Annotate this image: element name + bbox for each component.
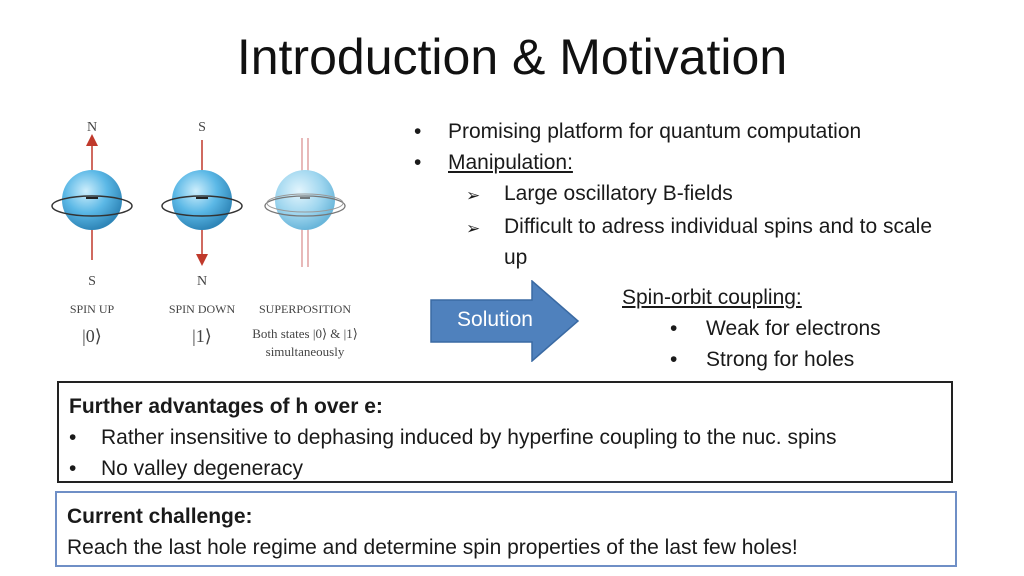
spin-illustration bbox=[51, 134, 346, 267]
superposition-state-line2: simultaneously bbox=[265, 344, 345, 359]
sub-list-item: ➢ Difficult to adress individual spins a… bbox=[414, 211, 974, 273]
spin-down-top-pole: S bbox=[198, 120, 206, 135]
bullet-dot: • bbox=[414, 151, 422, 174]
advantages-heading: Further advantages of h over e: bbox=[69, 395, 383, 418]
bullet-dot: • bbox=[670, 348, 678, 371]
superposition-sphere bbox=[264, 138, 346, 267]
arrow-bullet-icon: ➢ bbox=[466, 219, 481, 238]
bullet-text: Manipulation: bbox=[448, 151, 573, 174]
spin-orbit-coupling-list: Spin-orbit coupling: • Weak for electron… bbox=[622, 282, 881, 375]
list-item: • Manipulation: bbox=[414, 147, 974, 178]
spin-down-state: |1⟩ bbox=[192, 326, 212, 346]
spin-states-figure: N S S N SPIN UP SPIN DOWN SUPERPOSITION … bbox=[40, 112, 380, 372]
spin-down-bottom-pole: N bbox=[196, 274, 208, 289]
list-item: • No valley degeneracy bbox=[69, 453, 941, 484]
superposition-caption: SUPERPOSITION bbox=[258, 302, 351, 316]
solution-arrow-shape bbox=[430, 280, 580, 362]
spin-down-caption: SPIN DOWN bbox=[168, 302, 236, 316]
advantage-item: No valley degeneracy bbox=[101, 457, 303, 480]
list-item: • Weak for electrons bbox=[622, 313, 881, 344]
slide-title: Introduction & Motivation bbox=[236, 29, 788, 85]
superposition-state-line1: Both states |0⟩ & |1⟩ bbox=[252, 326, 358, 341]
advantages-box: Further advantages of h over e: • Rather… bbox=[57, 381, 953, 483]
challenge-heading: Current challenge: bbox=[67, 505, 253, 528]
spin-up-bottom-pole: S bbox=[88, 274, 96, 289]
list-item: • Rather insensitive to dephasing induce… bbox=[69, 422, 941, 453]
spin-up-top-pole: N bbox=[86, 120, 98, 135]
challenge-box: Current challenge: Reach the last hole r… bbox=[55, 491, 957, 567]
bullet-dot: • bbox=[69, 426, 77, 449]
bullet-dot: • bbox=[69, 457, 77, 480]
challenge-text: Reach the last hole regime and determine… bbox=[67, 536, 798, 559]
soc-heading: Spin-orbit coupling: bbox=[622, 286, 802, 309]
spin-down-sphere bbox=[161, 140, 243, 266]
sub-list-item: ➢ Large oscillatory B-fields bbox=[414, 178, 974, 211]
list-item: • Promising platform for quantum computa… bbox=[414, 116, 974, 147]
soc-item: Strong for holes bbox=[706, 348, 855, 371]
list-item: • Strong for holes bbox=[622, 344, 881, 375]
spin-up-caption: SPIN UP bbox=[69, 302, 115, 316]
spin-up-state: |0⟩ bbox=[82, 326, 102, 346]
sub-bullet-text: Large oscillatory B-fields bbox=[504, 182, 733, 205]
motivation-list: • Promising platform for quantum computa… bbox=[414, 116, 974, 273]
bullet-dot: • bbox=[670, 317, 678, 340]
soc-item: Weak for electrons bbox=[706, 317, 881, 340]
solution-label: Solution bbox=[457, 308, 533, 331]
arrow-bullet-icon: ➢ bbox=[466, 186, 481, 205]
bullet-text: Promising platform for quantum computati… bbox=[448, 120, 862, 143]
bullet-dot: • bbox=[414, 120, 422, 143]
advantage-item: Rather insensitive to dephasing induced … bbox=[101, 426, 837, 449]
sub-bullet-text: Difficult to adress individual spins and… bbox=[504, 215, 933, 269]
spin-up-sphere bbox=[51, 134, 133, 260]
